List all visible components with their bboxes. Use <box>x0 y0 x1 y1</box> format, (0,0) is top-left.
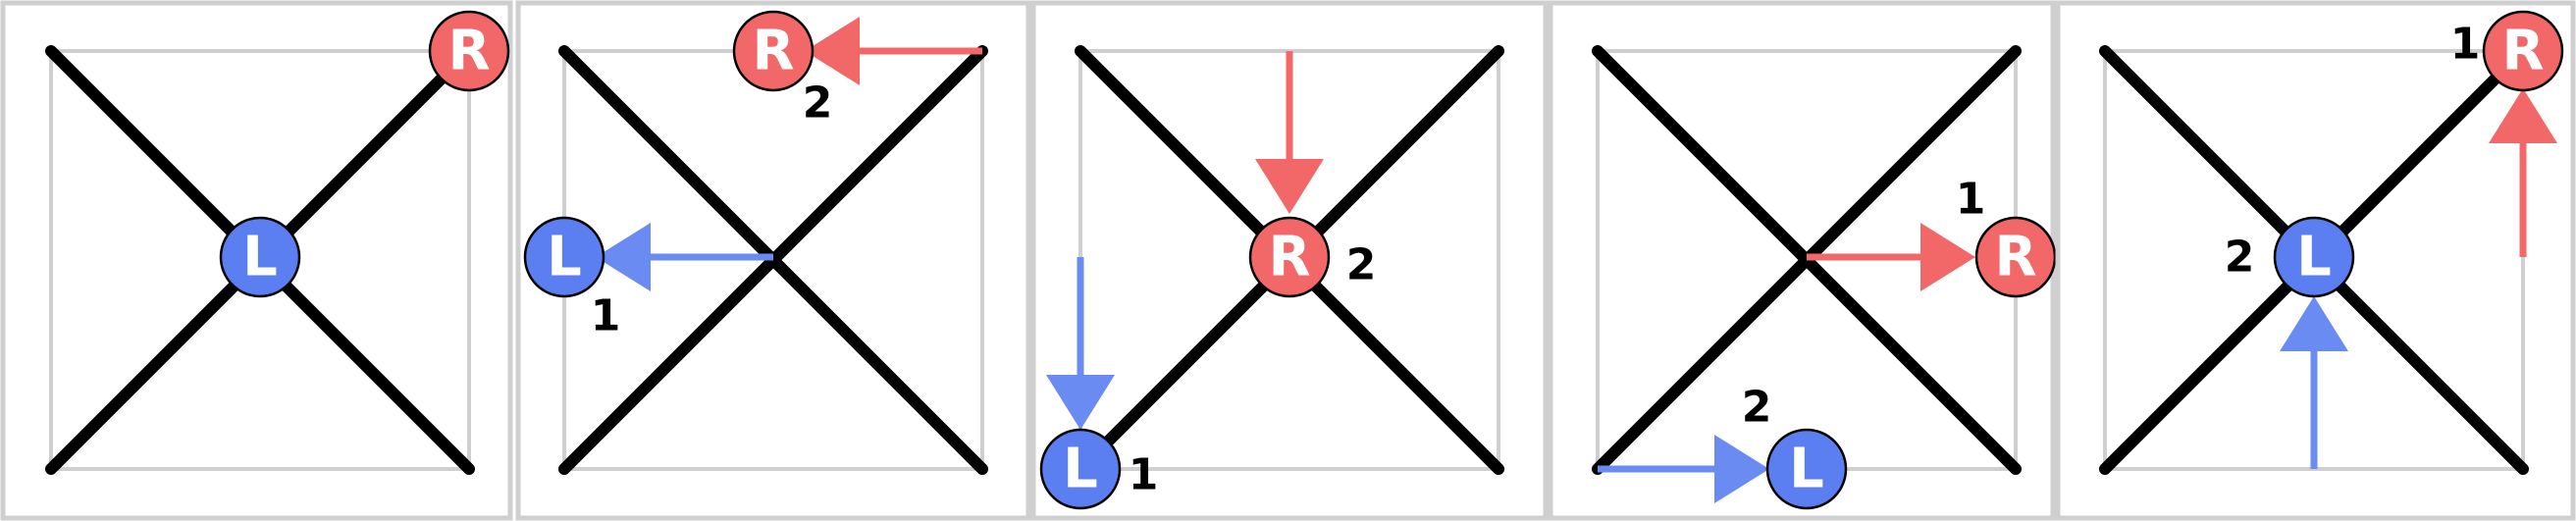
svg-text:R: R <box>1994 226 2036 289</box>
left-step-label: 1 <box>1129 450 1159 500</box>
panel-frame <box>2055 0 2576 521</box>
svg-text:L: L <box>242 226 278 289</box>
left-marker: L <box>1039 428 1122 510</box>
panel-2: L 1 R 2 <box>515 0 1031 521</box>
svg-text:L: L <box>547 226 582 289</box>
left-marker: L <box>219 216 301 298</box>
right-marker: R <box>1974 216 2057 298</box>
svg-text:R: R <box>1268 226 1310 289</box>
svg-text:L: L <box>1789 438 1824 501</box>
panel-frame <box>0 0 513 521</box>
panel-3: R 2 L 1 <box>1030 0 1549 521</box>
svg-text:L: L <box>2296 226 2332 289</box>
inner-square <box>49 49 471 471</box>
panel-1: L R <box>0 0 513 521</box>
right-marker: R <box>428 10 510 92</box>
svg-text:L: L <box>1063 438 1098 501</box>
right-marker: R <box>732 10 815 92</box>
right-step-label: 1 <box>1956 175 1986 225</box>
panel-frame <box>515 0 1031 521</box>
svg-text:R: R <box>752 20 794 83</box>
right-step-label: 2 <box>803 78 833 129</box>
panel-frame <box>1030 0 1549 521</box>
left-step-label: 2 <box>2225 233 2255 283</box>
panel-5: R 1 L 2 <box>2055 0 2576 521</box>
left-marker: L <box>1765 428 1848 510</box>
right-marker: R <box>1248 216 1331 298</box>
left-marker: L <box>2273 216 2355 298</box>
panel-4: R 1 L 2 <box>1548 0 2057 521</box>
right-step-label: 2 <box>1346 240 1377 290</box>
left-step-label: 1 <box>591 291 621 341</box>
svg-text:R: R <box>447 20 490 83</box>
right-step-label: 1 <box>2450 20 2481 70</box>
left-step-label: 2 <box>1742 383 1772 433</box>
left-marker: L <box>523 216 605 298</box>
right-marker: R <box>2482 10 2564 92</box>
svg-text:R: R <box>2501 20 2544 83</box>
